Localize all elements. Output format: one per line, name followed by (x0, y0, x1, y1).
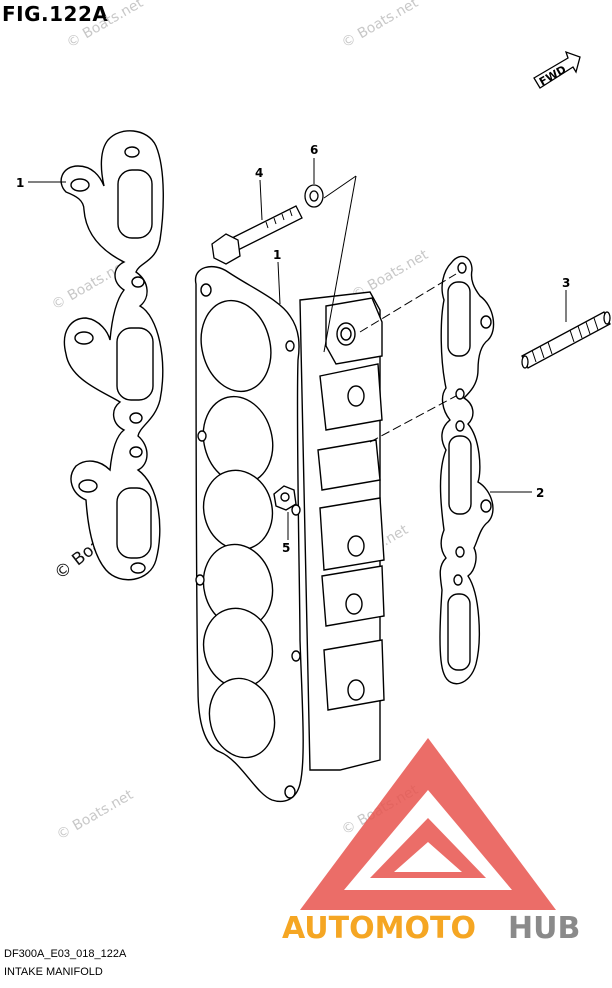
leader-lines (28, 158, 567, 540)
logo-text-orange: AUTOMOTO (282, 911, 476, 946)
callout-4: 4 (255, 166, 263, 180)
automotohub-logo: AUTOMOTO HUB (282, 738, 580, 946)
gasket-left (60, 130, 164, 581)
watermark-1: © Boats.net (64, 0, 146, 51)
gasket-right (439, 255, 495, 685)
watermark-6: © Boats.net (54, 787, 136, 844)
callout-1: 1 (273, 248, 281, 262)
figure-name: INTAKE MANIFOLD (4, 966, 103, 978)
callout-6: 6 (310, 143, 318, 157)
stud (521, 311, 611, 369)
callouts: 1 4 6 1 3 2 5 (16, 143, 570, 555)
callout-2-left: 1 (16, 176, 24, 190)
callout-3: 3 (562, 276, 570, 290)
figure-code: DF300A_E03_018_122A (4, 948, 127, 960)
bolt (211, 205, 303, 265)
watermark-2: © Boats.net (339, 0, 421, 51)
callout-5: 5 (282, 541, 290, 555)
washer (304, 184, 324, 208)
callout-2-right: 2 (536, 486, 544, 500)
fwd-arrow-icon: FWD (533, 50, 581, 89)
figure-title: FIG.122A (2, 2, 109, 26)
intake-manifold (194, 265, 385, 803)
logo-text-gray: HUB (508, 911, 580, 946)
